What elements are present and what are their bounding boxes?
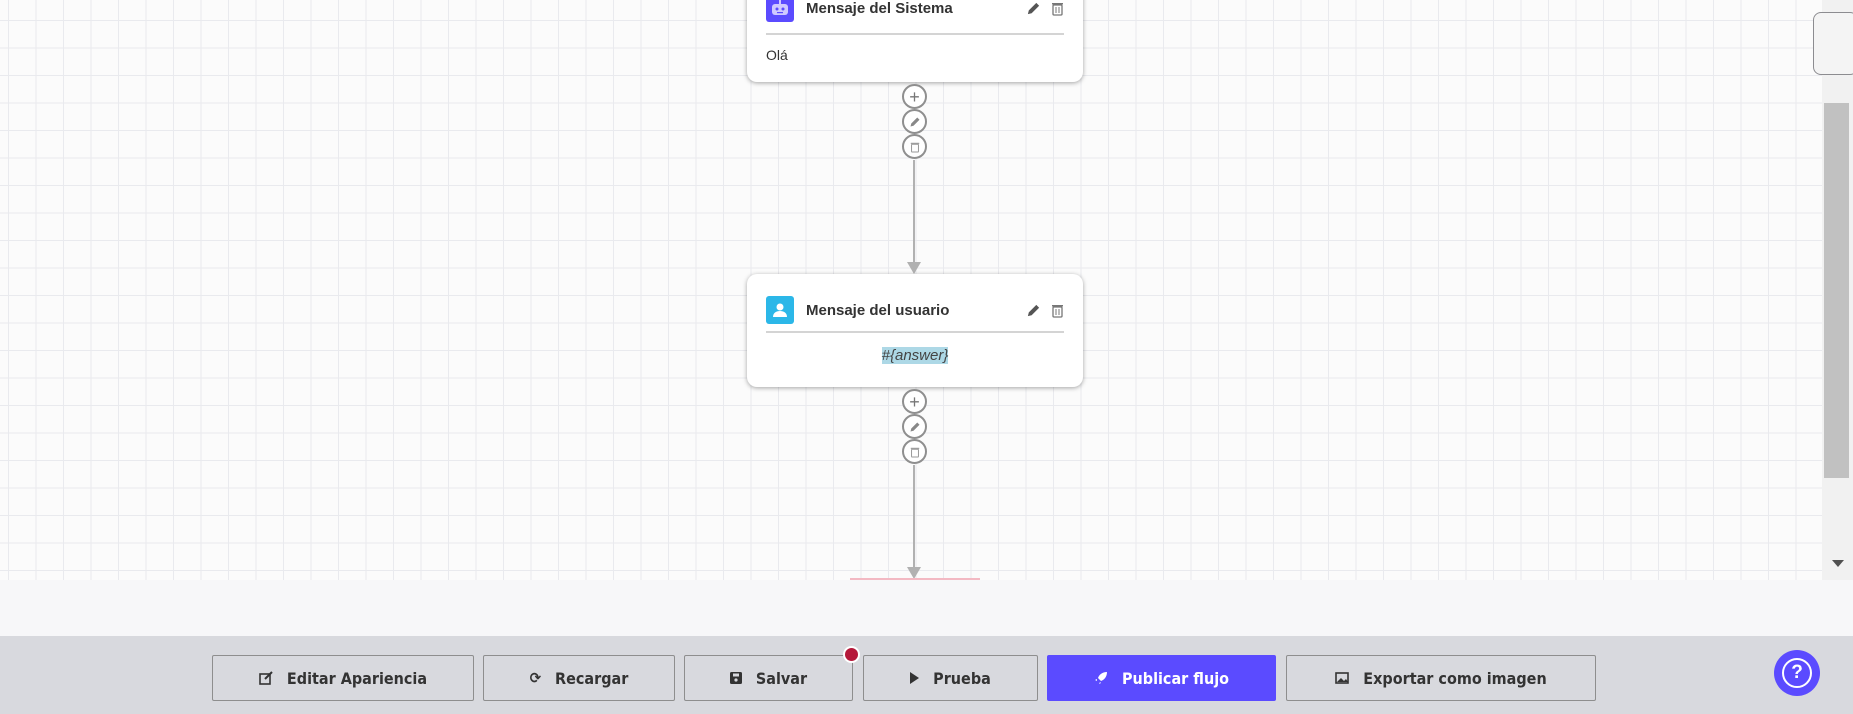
play-icon xyxy=(910,672,920,684)
edit-connection-button[interactable] xyxy=(902,414,927,439)
user-icon xyxy=(766,296,794,324)
connector-arrow xyxy=(907,262,921,274)
node-divider xyxy=(766,33,1064,35)
unsaved-changes-badge xyxy=(843,646,860,663)
edit-appearance-button[interactable]: Editar Apariencia xyxy=(212,655,474,701)
pencil-icon xyxy=(910,422,919,431)
trash-icon xyxy=(910,447,919,457)
save-icon xyxy=(729,672,742,684)
node-divider xyxy=(766,331,1064,333)
trash-icon[interactable] xyxy=(1051,1,1064,16)
trash-icon xyxy=(910,142,919,152)
scroll-down-arrow-icon[interactable] xyxy=(1832,560,1844,567)
edit-square-icon xyxy=(259,671,273,685)
test-button[interactable]: Prueba xyxy=(863,655,1038,701)
user-message-node[interactable]: Mensaje del usuario #{answer} xyxy=(747,274,1083,387)
scrollbar-thumb[interactable] xyxy=(1824,103,1849,478)
plus-icon: + xyxy=(909,391,920,412)
rocket-icon xyxy=(1094,672,1107,684)
node-body: Olá xyxy=(766,47,788,63)
node-title: Mensaje del usuario xyxy=(806,301,950,319)
flow-canvas[interactable]: Mensaje del Sistema Olá + Mensaje del us… xyxy=(0,0,1822,580)
edit-connection-button[interactable] xyxy=(902,109,927,134)
save-button[interactable]: Salvar xyxy=(684,655,853,701)
minimap-panel[interactable] xyxy=(1813,12,1853,75)
delete-connection-button[interactable] xyxy=(902,134,927,159)
connector-line xyxy=(913,160,915,263)
delete-connection-button[interactable] xyxy=(902,439,927,464)
connector-arrow xyxy=(907,567,921,579)
node-body: #{answer} xyxy=(881,347,949,364)
plus-icon: + xyxy=(909,86,920,107)
refresh-icon: ⟳ xyxy=(529,669,541,687)
question-icon: ? xyxy=(1782,658,1812,688)
help-button[interactable]: ? xyxy=(1774,650,1820,696)
connector-line xyxy=(913,465,915,568)
trash-icon[interactable] xyxy=(1051,303,1064,318)
add-node-button[interactable]: + xyxy=(902,389,927,414)
vertical-scrollbar[interactable] xyxy=(1822,0,1853,580)
reload-button[interactable]: ⟳ Recargar xyxy=(483,655,675,701)
add-node-button[interactable]: + xyxy=(902,84,927,109)
robot-icon xyxy=(766,0,794,22)
pencil-icon xyxy=(910,117,919,126)
edit-icon[interactable] xyxy=(1026,1,1041,16)
publish-flow-button[interactable]: Publicar flujo xyxy=(1047,655,1276,701)
image-icon xyxy=(1335,672,1350,684)
bottom-toolbar: Editar Apariencia ⟳ Recargar Salvar Prue… xyxy=(0,636,1853,714)
edit-icon[interactable] xyxy=(1026,303,1041,318)
node-title: Mensaje del Sistema xyxy=(806,0,953,17)
export-image-button[interactable]: Exportar como imagen xyxy=(1286,655,1596,701)
next-node-edge xyxy=(850,578,980,580)
system-message-node[interactable]: Mensaje del Sistema Olá xyxy=(747,0,1083,82)
